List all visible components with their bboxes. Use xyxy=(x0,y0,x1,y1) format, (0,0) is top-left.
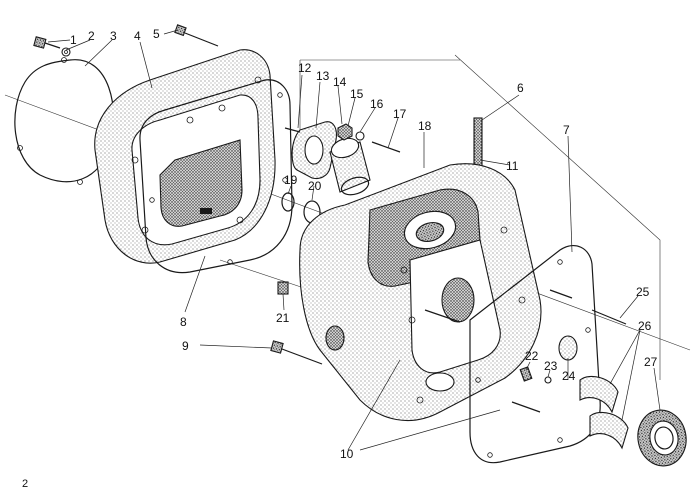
callout-9: 9 xyxy=(182,339,189,353)
callout-17: 17 xyxy=(393,107,407,121)
callout-5: 5 xyxy=(153,27,160,41)
callout-15: 15 xyxy=(350,87,364,101)
figure-number: 2 xyxy=(22,478,28,490)
callout-8: 8 xyxy=(180,315,187,329)
long-bolt-lower xyxy=(270,340,323,365)
side-cover-housing xyxy=(94,49,276,264)
callout-21: 21 xyxy=(276,311,290,325)
cover-gasket xyxy=(139,79,293,274)
callout-4: 4 xyxy=(134,29,141,43)
callout-12: 12 xyxy=(298,61,312,75)
callout-19: 19 xyxy=(284,173,298,187)
callout-24: 24 xyxy=(562,369,576,383)
callout-10: 10 xyxy=(340,447,354,461)
callout-leaders xyxy=(47,29,661,451)
callout-3: 3 xyxy=(110,29,117,43)
nut-and-washer xyxy=(337,123,365,141)
callout-14: 14 xyxy=(333,75,347,89)
cover-bolt-small xyxy=(33,36,71,57)
crankcase-body xyxy=(299,163,542,421)
callout-26: 26 xyxy=(638,319,652,333)
callout-2: 2 xyxy=(88,29,95,43)
callout-22: 22 xyxy=(525,349,539,363)
small-stud xyxy=(371,141,401,153)
callout-23: 23 xyxy=(544,359,558,373)
seal-flange-plate xyxy=(284,121,337,180)
callout-20: 20 xyxy=(308,179,322,193)
callout-18: 18 xyxy=(418,119,432,133)
callout-6: 6 xyxy=(517,81,524,95)
dowel-pins xyxy=(424,309,541,413)
stud-right xyxy=(549,289,627,325)
bearing-shells xyxy=(579,375,629,450)
vertical-stud xyxy=(473,117,483,169)
long-stud-bolt-top xyxy=(174,24,219,47)
callout-7: 7 xyxy=(563,123,570,137)
drain-plug xyxy=(277,281,289,295)
callout-13: 13 xyxy=(316,69,330,83)
flanged-seal-ring xyxy=(637,409,687,467)
callout-16: 16 xyxy=(370,97,384,111)
callout-27: 27 xyxy=(644,355,658,369)
callout-1: 1 xyxy=(70,33,77,47)
callout-labels: 1 2 3 4 5 6 7 8 9 10 11 12 13 14 15 16 1… xyxy=(70,27,658,461)
callout-25: 25 xyxy=(636,285,650,299)
callout-11: 11 xyxy=(506,159,519,173)
cylindrical-bushing xyxy=(329,137,371,196)
